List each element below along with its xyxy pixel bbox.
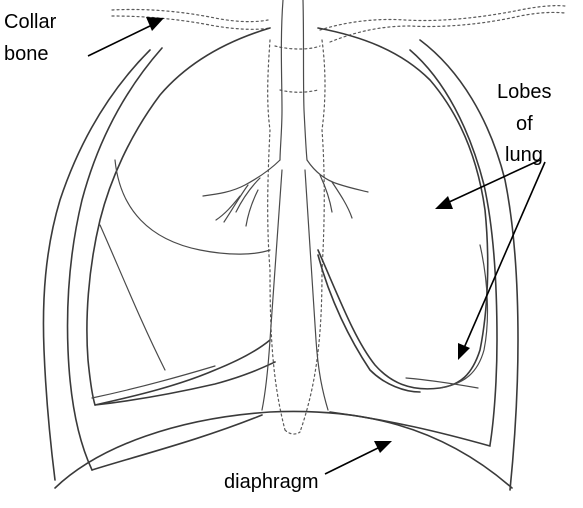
mediastinum-left [262,170,282,410]
left-lung-outline [87,28,270,405]
lobes-label-line1: Lobes [497,80,552,104]
right-lung-fissure [440,245,487,388]
collar-bone-label-line1: Collar [4,10,56,34]
right-lung-outline [318,28,488,389]
ribcage-outer-right [420,40,518,490]
left-lung [87,28,275,405]
collar-bone-left-lower [112,16,270,29]
collar-bone-left [112,9,268,21]
right-lung [318,28,488,392]
annotation-arrows [88,17,545,474]
collar-bone-right-lower [330,12,565,42]
collar-bone-label-line2: bone [4,42,49,66]
ribcage [43,40,518,490]
arrow-diaphragm-head [374,441,392,453]
bronchus-right-main [307,160,368,192]
bronchus-left-branch-2 [224,185,248,222]
arrow-lobe-lower-head [458,343,470,360]
left-lung-fissure-upper [115,160,270,254]
trachea-ring [280,90,318,92]
lobes-label-line3: lung [505,143,543,167]
diaphragm-left-base [92,415,262,470]
windpipe-left [280,0,283,160]
right-lung-lower-edge [318,255,420,392]
mediastinum [262,170,328,410]
arrow-collar-bone-head [146,17,164,31]
lobes-label-line2: of [516,112,533,136]
arrow-diaphragm [325,447,380,474]
arrow-collar-bone [88,25,152,56]
ribcage-inner-right [410,50,497,445]
trachea-bottom [285,430,300,434]
trachea [268,40,325,434]
bronchi [203,160,368,226]
left-lung-base [92,366,215,398]
diaphragm-label: diaphragm [224,470,319,494]
left-lung-fissure-lower [100,225,165,370]
right-lung-base [406,378,478,388]
windpipe [280,0,307,160]
ribcage-outer-left [43,50,150,480]
bronchus-left-branch-3 [246,190,258,226]
arrow-lobe-upper-head [435,196,453,209]
collar-bones [112,6,565,42]
windpipe-right [303,0,307,160]
